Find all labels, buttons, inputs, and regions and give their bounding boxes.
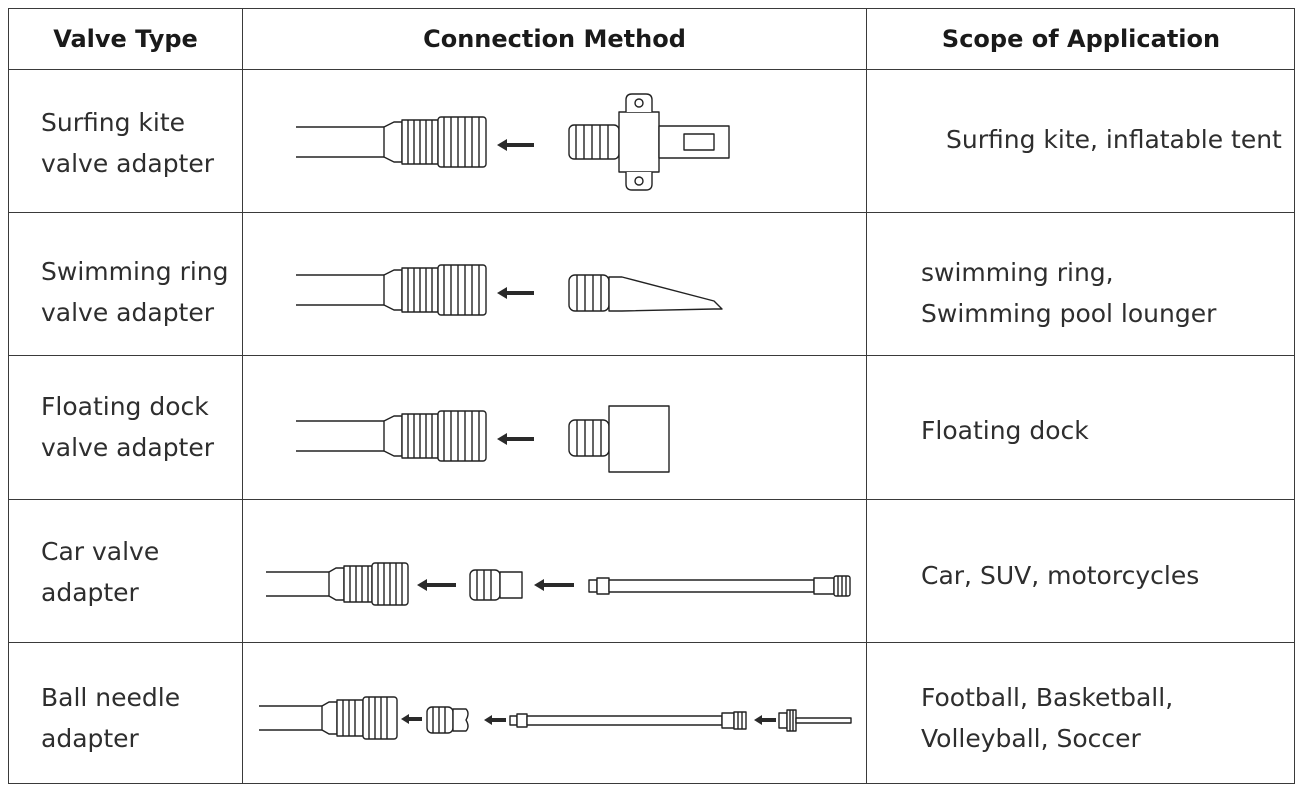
row-divider [9, 212, 1294, 213]
scope-cell: Football, Basketball, Volleyball, Soccer [921, 683, 1174, 753]
row-divider [9, 642, 1294, 643]
arrow-left-icon [534, 579, 574, 591]
ball-needle-icon [778, 709, 852, 732]
column-divider [242, 9, 243, 783]
arrow-left-icon [417, 579, 456, 591]
kite-valve-icon [568, 93, 730, 191]
car-valve-adapter-icon [469, 569, 523, 601]
pump-hose-icon [296, 410, 487, 462]
car-valve-connection-diagram [244, 500, 866, 642]
row-divider [9, 499, 1294, 500]
extension-tube-icon [588, 575, 851, 597]
floating-dock-connection-diagram [244, 356, 866, 499]
pump-hose-icon [296, 116, 487, 168]
pump-hose-icon [259, 696, 398, 740]
row-divider [9, 69, 1294, 70]
pump-hose-icon [266, 562, 409, 606]
extension-tube-icon [509, 711, 747, 730]
scope-cell: Floating dock [921, 416, 1089, 445]
scope-cell: swimming ring, Swimming pool lounger [921, 258, 1217, 328]
arrow-left-icon [497, 287, 534, 299]
scope-cell: Surfing kite, inflatable tent [946, 125, 1282, 154]
ball-needle-connection-diagram [244, 643, 866, 784]
arrow-left-icon [497, 433, 534, 445]
valve-type-cell: Swimming ring valve adapter [41, 257, 229, 327]
arrow-left-icon [754, 715, 776, 725]
row-divider [9, 355, 1294, 356]
valve-type-cell: Surfing kite valve adapter [41, 108, 215, 178]
header-valve-type: Valve Type [53, 25, 198, 53]
scope-cell: Car, SUV, motorcycles [921, 561, 1200, 590]
valve-type-cell: Ball needle adapter [41, 683, 181, 753]
dock-valve-icon [568, 405, 670, 473]
valve-type-cell: Floating dock valve adapter [41, 392, 215, 462]
column-divider [866, 9, 867, 783]
swimming-ring-connection-diagram [244, 213, 866, 355]
valve-type-cell: Car valve adapter [41, 537, 160, 607]
arrow-left-icon [497, 139, 534, 151]
surfing-kite-connection-diagram [244, 70, 866, 212]
ring-valve-icon [568, 274, 723, 312]
ball-adapter-icon [426, 706, 469, 734]
header-connection-method: Connection Method [423, 25, 686, 53]
valve-adapter-table: Valve Type Connection Method Scope of Ap… [8, 8, 1295, 784]
arrow-left-icon [401, 714, 422, 724]
arrow-left-icon [484, 715, 506, 725]
header-scope-of-application: Scope of Application [941, 25, 1221, 53]
pump-hose-icon [296, 264, 487, 316]
